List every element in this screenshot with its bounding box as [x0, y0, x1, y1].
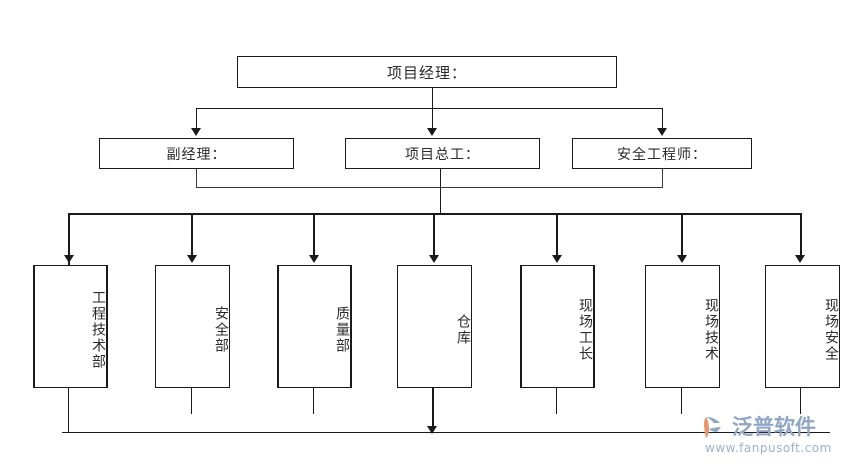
connector-bottom-stub-7: [800, 388, 801, 414]
connector-l2-mid-drop: [432, 108, 433, 131]
connector-center-stem: [440, 169, 441, 215]
connector-bottom-rail: [62, 432, 830, 433]
connector-bottom-stub-2: [191, 388, 192, 414]
connector-drop-quality-dept: [313, 213, 315, 257]
connector-l2-right-drop: [662, 108, 663, 131]
watermark-brand: 泛普软件: [732, 415, 816, 439]
node-quality-dept[interactable]: 质量部: [277, 265, 352, 388]
connector-l1-drop: [432, 88, 433, 109]
node-project-manager-label: 项目经理：: [386, 63, 467, 82]
watermark-url: www.fanpusoft.com: [705, 441, 832, 455]
connector-deputy-merge-drop: [196, 169, 197, 188]
connector-l3-bus-right-end: [800, 213, 802, 257]
connector-bottom-stub-4: [432, 388, 434, 428]
node-chief-engineer-label: 项目总工：: [405, 146, 480, 163]
connector-l3-bus-left-end: [68, 213, 70, 265]
watermark: 泛普软件 www.fanpusoft.com: [703, 414, 853, 460]
connector-drop-safety-dept: [191, 213, 193, 257]
connector-bottom-stub-3: [313, 388, 314, 414]
node-warehouse-label: 仓库: [455, 313, 471, 346]
node-deputy-manager-label: 副经理：: [166, 146, 227, 163]
connector-drop-site-foreman: [556, 213, 558, 257]
arrow-to-safety-engineer: [657, 128, 667, 136]
connector-drop-site-technician: [681, 213, 683, 257]
node-site-safety[interactable]: 现场安全: [765, 265, 840, 388]
node-site-technician-label: 现场技术: [703, 297, 719, 362]
node-project-manager[interactable]: 项目经理：: [237, 56, 617, 88]
arrow-to-warehouse: [429, 255, 439, 263]
arrow-to-quality-dept: [309, 255, 319, 263]
node-safety-dept[interactable]: 安全部: [155, 265, 230, 388]
node-site-technician[interactable]: 现场技术: [645, 265, 720, 388]
node-warehouse[interactable]: 仓库: [397, 265, 472, 388]
arrow-to-safety-dept: [187, 255, 197, 263]
arrow-to-chief-engineer: [427, 128, 437, 136]
watermark-row: 泛普软件: [703, 414, 853, 440]
arrow-bottom-center: [427, 426, 437, 434]
connector-l3-bus: [68, 213, 802, 215]
connector-bottom-stub-6: [681, 388, 682, 414]
connector-safety-merge-drop: [662, 169, 663, 188]
node-site-foreman[interactable]: 现场工长: [520, 265, 595, 388]
node-safety-engineer[interactable]: 安全工程师：: [572, 138, 752, 169]
node-safety-engineer-label: 安全工程师：: [617, 146, 707, 163]
arrow-to-deputy-manager: [191, 128, 201, 136]
node-engineering-tech-dept-label: 工程技术部: [90, 289, 106, 370]
connector-drop-warehouse: [433, 213, 435, 257]
node-site-foreman-label: 现场工长: [577, 297, 593, 362]
node-deputy-manager[interactable]: 副经理：: [99, 138, 294, 169]
node-safety-dept-label: 安全部: [213, 305, 229, 354]
arrow-to-site-technician: [677, 255, 687, 263]
arrow-to-site-foreman: [552, 255, 562, 263]
node-engineering-tech-dept[interactable]: 工程技术部: [33, 265, 108, 388]
node-site-safety-label: 现场安全: [823, 297, 839, 362]
connector-bottom-stub-1: [68, 388, 69, 432]
fanpu-logo-icon: [703, 415, 729, 439]
connector-l2-merge-bus: [196, 187, 663, 188]
connector-bottom-stub-5: [556, 388, 557, 414]
arrow-to-site-safety: [795, 255, 805, 263]
connector-l2-left-drop: [196, 108, 197, 131]
node-quality-dept-label: 质量部: [334, 305, 350, 354]
arrow-to-engineering-tech-dept: [64, 255, 74, 263]
node-chief-engineer[interactable]: 项目总工：: [345, 138, 540, 169]
connector-l2-bus: [196, 108, 662, 109]
